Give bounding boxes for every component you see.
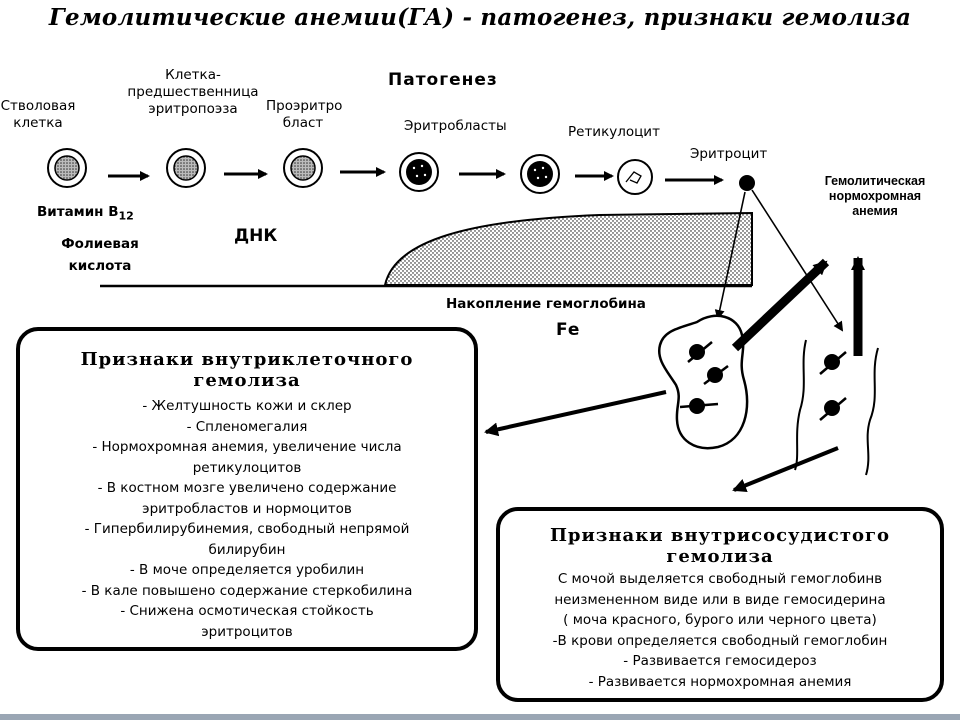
arrow-to-spleen: [714, 191, 746, 320]
list-item: С мочой выделяется свободный гемоглобинв: [557, 571, 883, 587]
list-item: - Спленомегалия: [186, 418, 308, 435]
stem-cell: [47, 148, 87, 188]
list-item: - Желтушность кожи и склер: [142, 398, 352, 414]
vitamin-b12-label: Витамин В12: [37, 204, 134, 223]
intracellular-list: - Желтушность кожи и склер - Спленомегал…: [20, 396, 474, 642]
proerythroblast-cell: [283, 148, 323, 188]
reticulocyte-label: Ретикулоцит: [568, 124, 660, 140]
erythroblast-cell-2: [520, 154, 560, 194]
list-item: - Развивается гемосидероз: [623, 653, 817, 669]
reticulocyte-cell: [617, 159, 653, 195]
list-item: ретикулоцитов: [192, 459, 302, 476]
list-item: эритробластов и нормоцитов: [142, 500, 352, 517]
vessel-cells: [819, 351, 847, 421]
hemoglobin-accumulation-label: Накопление гемоглобина: [446, 296, 646, 312]
bold-arrow-spleen-to-anemia: [731, 258, 830, 352]
arrow-to-vessel: [751, 189, 844, 332]
maturation-arrows: [108, 167, 724, 185]
list-item: эритроцитов: [201, 623, 293, 640]
list-item: ( моча красного, бурого или черного цвет…: [563, 612, 877, 628]
erythrocyte-label: Эритроцит: [690, 146, 768, 162]
pathogenesis-label: Патогенез: [388, 70, 498, 90]
hemoglobin-curve: [383, 211, 753, 286]
precursor-cell: [166, 148, 206, 188]
erythroblast-cell-1: [399, 152, 439, 192]
erythrocyte-cell: [739, 175, 755, 191]
list-item: - Нормохромная анемия, увеличение числа: [92, 439, 402, 455]
spleen-cells: [679, 341, 729, 414]
bottom-border: [0, 714, 960, 720]
list-item: - Гипербилирубинемия, свободный непрямой: [84, 521, 410, 537]
list-item: -В крови определяется свободный гемоглоб…: [552, 632, 888, 649]
list-item: неизмененном виде или в виде гемосидерин…: [554, 591, 886, 608]
list-item: - В моче определяется уробилин: [129, 562, 365, 578]
list-item: - В кале повышено содержание стеркобилин…: [81, 582, 413, 599]
list-item: - Развивается нормохромная анемия: [588, 673, 852, 690]
list-item: - Снижена осмотическая стойкость: [120, 603, 374, 619]
vessel-wall-right: [865, 347, 879, 476]
erythroblasts-label: Эритробласты: [404, 118, 507, 134]
list-item: билирубин: [208, 541, 286, 558]
dna-label: ДНК: [234, 226, 278, 246]
arrow-to-intravascular-box: [732, 446, 839, 492]
fe-label: Fe: [556, 320, 581, 340]
list-item: - В костном мозге увеличено содержание: [97, 480, 397, 496]
arrow-to-intracellular-box: [484, 390, 667, 437]
page-title: Гемолитические анемии(ГА) - патогенез, п…: [48, 4, 912, 31]
vessel-wall-left: [794, 339, 807, 471]
spleen-shape: [657, 314, 749, 450]
intravascular-list: С мочой выделяется свободный гемоглобинв…: [500, 569, 940, 692]
